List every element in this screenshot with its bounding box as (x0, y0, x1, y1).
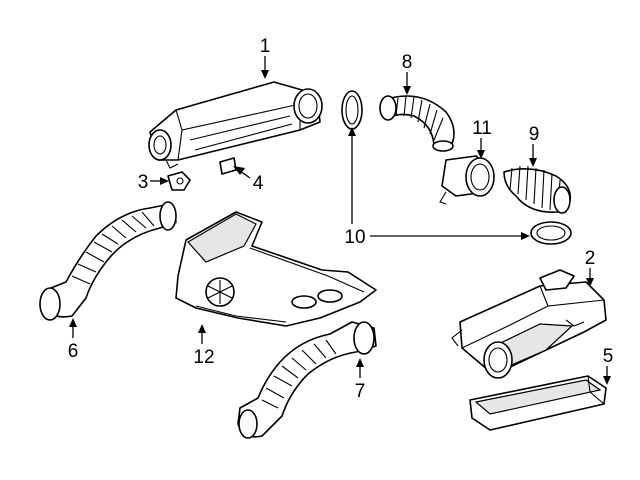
callout-6: 6 (68, 341, 79, 362)
bracket-4 (219, 157, 237, 175)
callout-12: 12 (193, 347, 214, 368)
leader-lines (69, 56, 611, 385)
outlet-hose-8 (379, 95, 455, 152)
mass-air-flow-sensor-11 (439, 155, 495, 205)
callout-7: 7 (355, 381, 366, 402)
clip-3 (167, 171, 191, 191)
callout-11: 11 (472, 118, 492, 139)
engine-cover-12 (175, 211, 377, 327)
callout-9: 9 (529, 124, 540, 145)
callout-2: 2 (585, 248, 596, 269)
seal-10-upper (341, 90, 363, 130)
callout-3: 3 (138, 172, 149, 193)
intake-duct-6 (39, 201, 177, 321)
air-filter-element-5 (469, 375, 607, 431)
seal-10-lower (530, 221, 572, 245)
callout-4: 4 (253, 173, 264, 194)
air-cleaner-assembly-2 (451, 269, 607, 379)
outlet-hose-9 (503, 165, 572, 214)
callout-8: 8 (402, 52, 413, 73)
intake-duct-7 (237, 321, 377, 439)
callout-labels: 1 2 3 4 5 6 7 8 9 10 11 12 (68, 36, 614, 402)
air-cleaner-assembly-1 (148, 81, 323, 169)
callout-5: 5 (603, 346, 614, 367)
callout-10: 10 (344, 227, 365, 248)
callout-1: 1 (260, 36, 271, 57)
